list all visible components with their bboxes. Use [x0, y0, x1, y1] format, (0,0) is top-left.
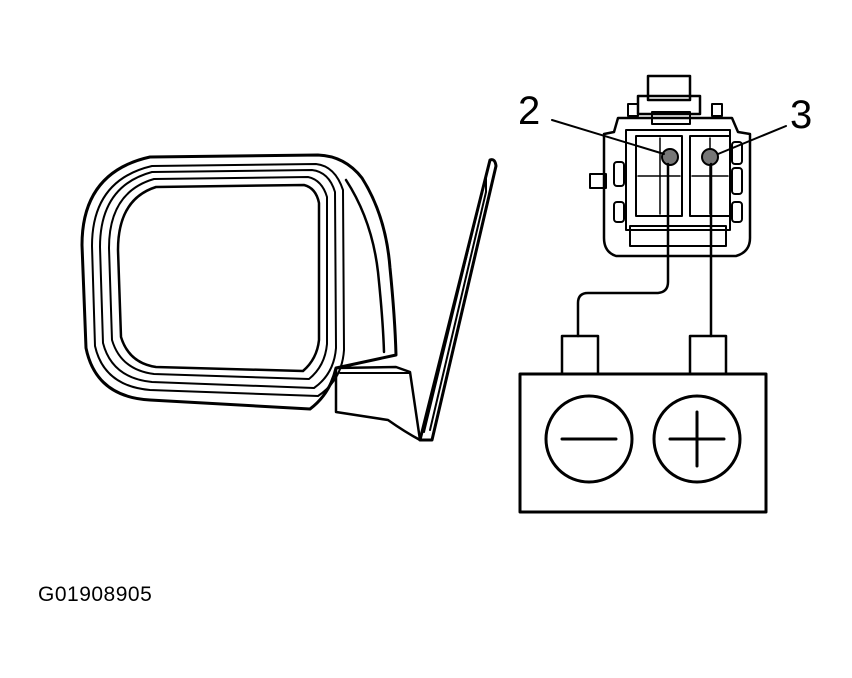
- door-trim: [418, 158, 498, 442]
- mirror-base: [334, 365, 422, 442]
- connector-side-slot-1: [613, 161, 625, 187]
- connector-side-slot-4: [731, 167, 743, 195]
- mirror-glass-bevel-1: [99, 169, 337, 389]
- callout-2: 2: [518, 89, 540, 133]
- connector-bottom-bar: [629, 225, 727, 247]
- battery-terminal-negative: [560, 334, 600, 376]
- connector-lock-tab: [646, 74, 692, 102]
- mirror-connector: [589, 74, 752, 258]
- connector-body: [602, 116, 752, 258]
- mirror-glass: [116, 183, 321, 373]
- terminal-3: [701, 148, 719, 166]
- terminal-2: [661, 148, 679, 166]
- connector-side-slot-5: [731, 201, 743, 223]
- battery-terminal-positive: [688, 334, 728, 376]
- battery-negative-ring: [544, 394, 634, 484]
- battery-positive-ring: [652, 394, 742, 484]
- outside-mirror: [80, 153, 498, 442]
- connector-cavity-2: [635, 135, 683, 217]
- mirror-glass-bevel-2: [108, 176, 328, 380]
- mirror-housing-rim: [91, 163, 345, 397]
- callout-3-leader: [717, 125, 787, 155]
- connector-ear-left: [627, 103, 639, 117]
- connector-side-slot-3: [731, 141, 743, 165]
- battery: [518, 334, 768, 514]
- battery-case: [518, 372, 768, 514]
- plus-icon: [668, 410, 726, 468]
- door-trim-inner: [423, 175, 487, 433]
- callout-2-leader: [551, 119, 665, 155]
- mirror-housing-side: [344, 178, 386, 354]
- figure-id: G01908905: [38, 583, 153, 606]
- connector-ear-right: [711, 103, 723, 117]
- callout-3: 3: [790, 93, 812, 137]
- connector-peg: [589, 173, 607, 189]
- wire-negative: [576, 162, 670, 338]
- connector-side-slot-2: [613, 201, 625, 223]
